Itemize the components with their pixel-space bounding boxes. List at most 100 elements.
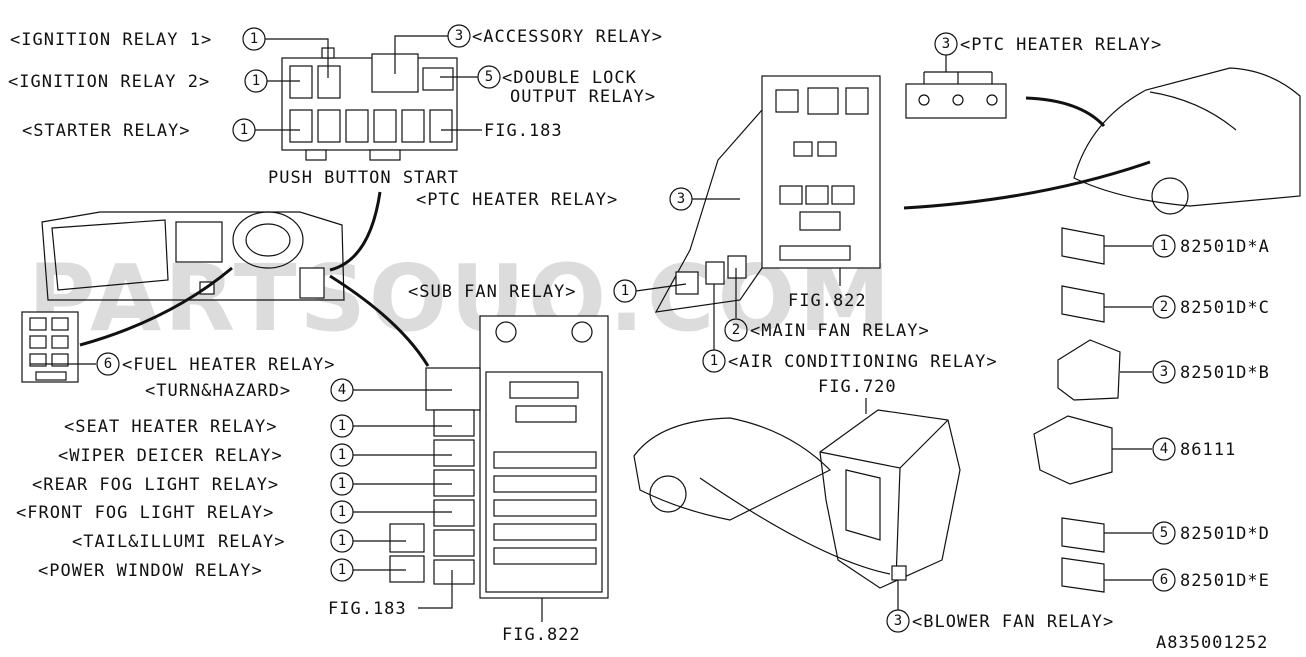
svg-text:82501D*C: 82501D*C <box>1180 298 1270 318</box>
svg-text:82501D*B: 82501D*B <box>1180 363 1270 383</box>
svg-text:82501D*E: 82501D*E <box>1180 571 1270 591</box>
svg-text:1: 1 <box>240 122 248 138</box>
svg-text:FIG.183: FIG.183 <box>328 599 407 619</box>
svg-text:3: 3 <box>894 613 902 629</box>
callout-ignition-relay-2: <IGNITION RELAY 2> 1 <box>8 69 300 93</box>
fuel-heater-wire <box>79 266 233 347</box>
callout-rear-fog-light-relay: <REAR FOG LIGHT RELAY> 1 <box>32 472 452 496</box>
callout-fig183-bottom: FIG.183 <box>328 570 453 619</box>
svg-text:5: 5 <box>485 69 493 85</box>
push-button-start-relay-block <box>281 47 458 161</box>
svg-text:4: 4 <box>1160 441 1168 457</box>
svg-text:5: 5 <box>1160 525 1168 541</box>
callout-fig822-bottom: FIG.822 <box>502 598 581 645</box>
svg-text:1: 1 <box>338 562 346 578</box>
svg-text:FIG.720: FIG.720 <box>818 377 897 397</box>
dash-to-fusebox-wire <box>329 274 430 367</box>
svg-text:1: 1 <box>250 31 258 47</box>
svg-text:3: 3 <box>677 191 685 207</box>
svg-text:3: 3 <box>455 28 463 44</box>
callout-accessory-relay: 3 <ACCESSORY RELAY> <box>394 24 663 74</box>
part-row-6: 6 82501D*E <box>1061 557 1270 593</box>
callout-starter-relay: <STARTER RELAY> 1 <box>22 118 300 142</box>
svg-text:<POWER WINDOW RELAY>: <POWER WINDOW RELAY> <box>38 561 263 581</box>
svg-text:86111: 86111 <box>1180 440 1236 460</box>
svg-text:<STARTER RELAY>: <STARTER RELAY> <box>22 121 191 141</box>
svg-text:<DOUBLE LOCK: <DOUBLE LOCK <box>502 68 637 88</box>
svg-text:1: 1 <box>338 504 346 520</box>
callout-power-window-relay: <POWER WINDOW RELAY> 1 <box>38 558 406 582</box>
svg-text:<TURN&HAZARD>: <TURN&HAZARD> <box>145 381 291 401</box>
front-car-illustration <box>1073 67 1301 215</box>
svg-text:1: 1 <box>1160 238 1168 254</box>
callout-fig822-center: FIG.822 <box>788 268 867 311</box>
svg-text:2: 2 <box>732 322 740 338</box>
svg-text:FIG.183: FIG.183 <box>484 121 563 141</box>
interior-fuse-box <box>479 315 609 599</box>
part-row-3: 3 82501D*B <box>1057 339 1270 401</box>
part-row-1: 1 82501D*A <box>1061 227 1270 265</box>
svg-text:<AIR CONDITIONING RELAY>: <AIR CONDITIONING RELAY> <box>728 352 998 372</box>
engine-relay-box <box>654 75 881 313</box>
svg-text:1: 1 <box>710 353 718 369</box>
svg-text:<MAIN FAN RELAY>: <MAIN FAN RELAY> <box>750 321 930 341</box>
callout-sub-fan-relay: <SUB FAN RELAY> 1 <box>408 279 687 303</box>
callout-air-conditioning-relay: 1 <AIR CONDITIONING RELAY> <box>702 284 998 373</box>
push-button-start-label: PUSH BUTTON START <box>268 168 459 188</box>
svg-text:82501D*A: 82501D*A <box>1180 237 1270 257</box>
drawing-code: A835001252 <box>1156 633 1268 653</box>
svg-text:<IGNITION RELAY 2>: <IGNITION RELAY 2> <box>8 72 210 92</box>
svg-text:<WIPER DEICER RELAY>: <WIPER DEICER RELAY> <box>58 446 283 466</box>
rear-car-illustration <box>633 417 832 521</box>
blower-wire <box>699 477 891 575</box>
svg-text:1: 1 <box>621 283 629 299</box>
engine-wire <box>903 160 1151 210</box>
svg-text:6: 6 <box>104 356 112 372</box>
callout-fuel-heater-relay: 6 <FUEL HEATER RELAY> <box>30 352 335 376</box>
svg-text:1: 1 <box>252 73 260 89</box>
relay-column <box>389 367 481 585</box>
svg-text:1: 1 <box>338 533 346 549</box>
svg-text:OUTPUT RELAY>: OUTPUT RELAY> <box>510 87 656 107</box>
callout-main-fan-relay: 2 <MAIN FAN RELAY> <box>724 268 930 342</box>
svg-text:6: 6 <box>1160 572 1168 588</box>
svg-text:1: 1 <box>338 476 346 492</box>
svg-text:<PTC HEATER RELAY>: <PTC HEATER RELAY> <box>416 190 618 210</box>
callout-blower-fan-relay: 3 <BLOWER FAN RELAY> <box>886 580 1114 633</box>
blower-unit <box>819 409 961 589</box>
svg-text:1: 1 <box>338 418 346 434</box>
svg-text:FIG.822: FIG.822 <box>788 291 867 311</box>
svg-text:<PTC HEATER RELAY>: <PTC HEATER RELAY> <box>960 35 1162 55</box>
svg-text:3: 3 <box>942 36 950 52</box>
fuel-heater-relay-block <box>21 311 79 383</box>
svg-text:<REAR FOG LIGHT RELAY>: <REAR FOG LIGHT RELAY> <box>32 475 279 495</box>
dashboard-illustration <box>41 191 382 301</box>
svg-text:4: 4 <box>338 382 346 398</box>
svg-text:<BLOWER FAN RELAY>: <BLOWER FAN RELAY> <box>912 612 1114 632</box>
svg-text:<TAIL&ILLUMI RELAY>: <TAIL&ILLUMI RELAY> <box>72 532 285 552</box>
svg-text:<IGNITION RELAY 1>: <IGNITION RELAY 1> <box>10 30 212 50</box>
svg-text:1: 1 <box>338 447 346 463</box>
callout-turn-hazard: <TURN&HAZARD> 4 <box>145 378 452 402</box>
svg-text:FIG.822: FIG.822 <box>502 625 581 645</box>
callout-front-fog-light-relay: <FRONT FOG LIGHT RELAY> 1 <box>16 500 452 524</box>
svg-text:<ACCESSORY RELAY>: <ACCESSORY RELAY> <box>472 27 663 47</box>
svg-text:<FUEL HEATER RELAY>: <FUEL HEATER RELAY> <box>122 355 335 375</box>
svg-text:<SEAT HEATER RELAY>: <SEAT HEATER RELAY> <box>64 417 277 437</box>
callout-tail-illumi-relay: <TAIL&ILLUMI RELAY> 1 <box>72 529 406 553</box>
callout-wiper-deicer-relay: <WIPER DEICER RELAY> 1 <box>58 443 452 467</box>
part-row-5: 5 82501D*D <box>1061 517 1270 553</box>
svg-text:3: 3 <box>1160 364 1168 380</box>
callout-double-lock-output-relay: 5 <DOUBLE LOCK OUTPUT RELAY> <box>440 65 656 107</box>
callout-fig720: FIG.720 <box>818 377 897 414</box>
svg-text:<FRONT FOG LIGHT RELAY>: <FRONT FOG LIGHT RELAY> <box>16 503 274 523</box>
svg-text:82501D*D: 82501D*D <box>1180 524 1270 544</box>
part-row-2: 2 82501D*C <box>1061 285 1270 323</box>
callout-ignition-relay-1: <IGNITION RELAY 1> 1 <box>10 27 329 78</box>
callout-ptc-heater-relay-center: <PTC HEATER RELAY> 3 <box>416 187 740 211</box>
ptc-wire <box>1025 96 1106 128</box>
part-row-4: 4 86111 <box>1033 415 1236 485</box>
svg-text:<SUB FAN RELAY>: <SUB FAN RELAY> <box>408 282 577 302</box>
